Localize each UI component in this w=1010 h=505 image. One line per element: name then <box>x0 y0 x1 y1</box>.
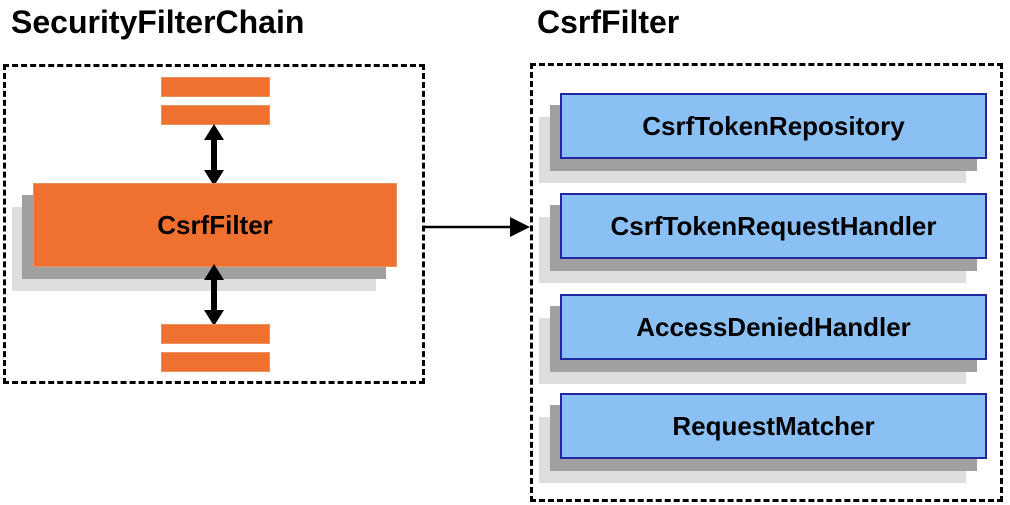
filter-bar <box>161 352 270 372</box>
security-filter-chain-title: SecurityFilterChain <box>11 4 305 40</box>
csrf-token-request-handler-node: CsrfTokenRequestHandler <box>560 193 987 259</box>
bidirectional-arrow-icon <box>204 264 224 326</box>
security-filter-chain-container <box>3 64 425 384</box>
csrf-filter-node-label: CsrfFilter <box>157 209 273 240</box>
csrf-filter-node: CsrfFilter <box>33 183 397 267</box>
filter-bar <box>161 324 270 344</box>
filter-bar <box>161 77 270 97</box>
access-denied-handler-node: AccessDeniedHandler <box>560 294 987 360</box>
csrf-token-request-handler-label: CsrfTokenRequestHandler <box>610 210 937 241</box>
filter-bar <box>161 105 270 125</box>
flow-arrow-icon <box>423 217 530 237</box>
bidirectional-arrow-icon <box>204 124 224 186</box>
request-matcher-node: RequestMatcher <box>560 393 987 459</box>
csrf-filter-title: CsrfFilter <box>537 4 680 40</box>
csrf-filter-container <box>530 63 1003 502</box>
csrf-token-repository-label: CsrfTokenRepository <box>642 110 905 141</box>
access-denied-handler-label: AccessDeniedHandler <box>636 311 911 342</box>
csrf-token-repository-node: CsrfTokenRepository <box>560 93 987 159</box>
request-matcher-label: RequestMatcher <box>672 410 875 441</box>
